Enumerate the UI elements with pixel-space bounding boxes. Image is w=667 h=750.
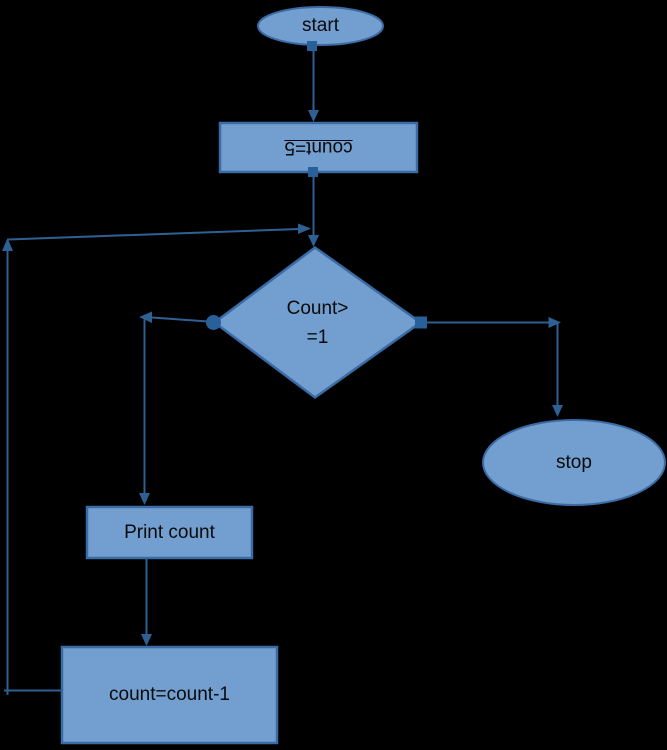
edge-print-to-decrement[interactable] [141,558,152,646]
connection-handle-start-bottom[interactable] [307,41,317,51]
arrowhead-down-icon [552,405,563,417]
edge-line[interactable] [151,316,209,323]
arrowhead-left-icon [139,311,152,323]
arrowhead-up-icon [2,238,13,251]
print-process-rect[interactable] [85,505,254,560]
decrement-process-rect[interactable] [60,645,279,745]
edge-init-to-decision[interactable] [308,177,319,247]
edge-start-to-init[interactable] [308,51,319,122]
connection-handle-decision-left[interactable] [206,315,221,330]
start-ellipse[interactable] [257,6,384,46]
arrowhead-right-icon [298,223,311,234]
edge-decision-to-stop[interactable] [427,317,563,417]
arrowhead-down-icon [308,235,319,247]
edge-decrement-to-decision[interactable] [2,223,311,696]
stop-ellipse[interactable] [482,419,666,506]
decision-diamond[interactable] [212,245,423,400]
connection-handle-init-bottom[interactable] [308,167,318,177]
arrowhead-right-icon [548,317,561,328]
edge-decision-to-print[interactable] [139,311,209,506]
arrowhead-down-icon [141,634,152,646]
arrowhead-down-icon [308,110,319,122]
edge-line[interactable] [7,228,300,241]
init-process-rect[interactable] [218,121,419,174]
arrowhead-down-icon [139,493,150,505]
connection-handle-decision-right[interactable] [415,316,427,329]
